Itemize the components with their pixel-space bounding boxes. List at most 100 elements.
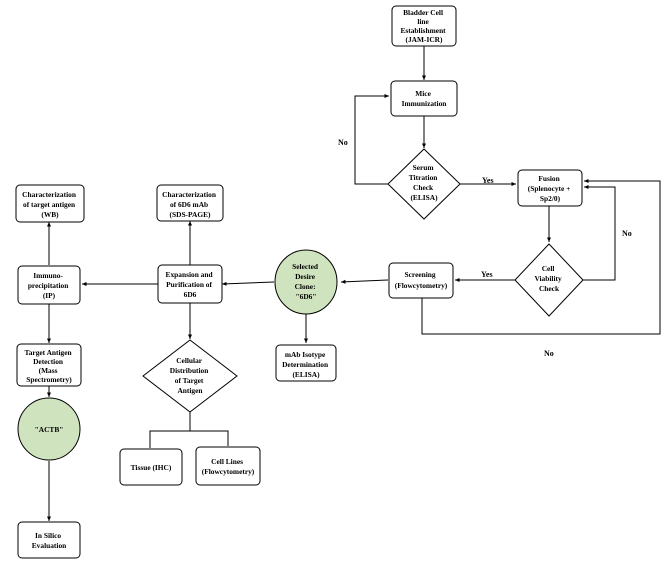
- node-expansion-line: Purification of: [166, 280, 212, 289]
- edge-label-no-viability: No: [622, 229, 632, 238]
- node-fusion: Fusion (Splenocyte + Sp2/0): [517, 169, 583, 207]
- svg-text:Cellular Distribution: Cellular Distribution of Target Antigen: [170, 356, 210, 395]
- node-isotype-line: mAb Isotype: [285, 350, 326, 359]
- node-distribution-line: Antigen: [177, 386, 202, 395]
- svg-text:Expansion and Purifica: Expansion and Purification of 6D6: [166, 270, 215, 299]
- node-bladder-line: Bladder Cell: [403, 8, 443, 17]
- node-insilico-line: Evaluation: [32, 541, 67, 550]
- node-screening: Screening (Flowcytometry): [388, 262, 454, 299]
- svg-text:Target Antigen Detecti: Target Antigen Detection (Mass Spectrome…: [24, 348, 73, 384]
- node-celllines: Cell Lines (Flowcytometry): [195, 446, 261, 486]
- node-insilico-line: In Silico: [35, 531, 61, 540]
- svg-text:Cell Viability: Cell Viability Check: [534, 264, 563, 293]
- edge-label-yes-viability: Yes: [481, 270, 493, 279]
- node-tissue-line: Tissue (IHC): [131, 463, 172, 472]
- node-mice: Mice Immunization: [390, 80, 458, 117]
- node-char6d6-line: Characterization: [162, 190, 216, 199]
- node-clone-line: Selected: [292, 262, 319, 271]
- node-ip-line: precipitation: [28, 281, 69, 290]
- edge-screening-no-fusion: [421, 179, 661, 335]
- svg-text:Fusion (Splenocyte +: Fusion (Splenocyte + Sp2/0): [528, 174, 572, 203]
- edge-serum-no-mice: [354, 94, 389, 185]
- svg-text:Tissue (IHC): Tissue (IHC): [131, 463, 172, 472]
- node-distribution: Cellular Distribution of Target Antigen: [142, 339, 238, 413]
- edges: [47, 46, 661, 521]
- svg-text:Screening (Flowcytomet: Screening (Flowcytometry): [395, 270, 448, 290]
- svg-text:In Silico Evaluation: In Silico Evaluation: [32, 531, 67, 550]
- svg-text:Characterization of ta: Characterization of target antigen (WB): [22, 190, 78, 219]
- svg-text:"ACTB": "ACTB": [35, 425, 64, 434]
- node-expansion: Expansion and Purification of 6D6: [157, 264, 223, 304]
- node-targetdet-line: (Mass: [39, 366, 58, 375]
- node-targetdet-line: Target Antigen: [24, 348, 71, 357]
- node-clone: Selected Desire Clone: "6D6": [274, 249, 338, 315]
- node-fusion-line: Sp2/0): [540, 194, 561, 203]
- node-expansion-line: 6D6: [184, 290, 197, 299]
- node-targetdet-line: Spectrometry): [26, 375, 72, 384]
- node-celllines-line: (Flowcytometry): [202, 467, 255, 476]
- node-charwb-line: of target antigen: [23, 200, 75, 209]
- node-serum-line: Check: [413, 183, 434, 192]
- node-actb: "ACTB": [17, 397, 81, 461]
- svg-text:Cell Lines (Flowcytome: Cell Lines (Flowcytometry): [202, 457, 255, 476]
- svg-text:Characterization of 6D: Characterization of 6D6 mAb (SDS-PAGE): [162, 190, 218, 219]
- svg-text:Immuno- precipitation: Immuno- precipitation (IP): [28, 271, 70, 300]
- edge-label-no-loop: No: [544, 349, 554, 358]
- node-bladder: Bladder Cell line Establishment (JAM-ICR…: [391, 5, 457, 47]
- node-char6d6: Characterization of 6D6 mAb (SDS-PAGE): [156, 184, 224, 222]
- node-clone-line: "6D6": [296, 292, 317, 301]
- nodes: Bladder Cell line Establishment (JAM-ICR…: [15, 5, 584, 559]
- node-isotype: mAb Isotype Determination (ELISA): [275, 344, 337, 382]
- node-viability-line: Check: [539, 284, 560, 293]
- node-screening-line: Screening: [405, 270, 436, 279]
- node-isotype-line: (ELISA): [292, 370, 320, 379]
- svg-text:Selected Desire: Selected Desire Clone: "6D6": [292, 262, 320, 301]
- node-ip-line: (IP): [43, 291, 56, 300]
- node-charwb-line: Characterization: [22, 190, 76, 199]
- node-bladder-line: (JAM-ICR): [406, 35, 443, 44]
- edge-label-no-serum: No: [338, 138, 348, 147]
- node-charwb-line: (WB): [41, 210, 59, 219]
- node-targetdet-line: Detection: [33, 357, 63, 366]
- node-fusion-line: (Splenocyte +: [528, 184, 571, 193]
- node-charwb: Characterization of target antigen (WB): [15, 184, 85, 223]
- node-mice-line: Immunization: [402, 99, 447, 108]
- node-char6d6-line: (SDS-PAGE): [170, 210, 211, 219]
- node-expansion-line: Expansion and: [166, 270, 214, 279]
- node-char6d6-line: of 6D6 mAb: [170, 200, 208, 209]
- node-ip-line: Immuno-: [33, 271, 63, 280]
- node-actb-line: "ACTB": [35, 425, 64, 434]
- node-screening-line: (Flowcytometry): [395, 281, 448, 290]
- node-distribution-line: Distribution: [170, 366, 209, 375]
- edge-labels: No Yes No Yes No: [338, 138, 632, 358]
- node-fusion-line: Fusion: [538, 174, 559, 183]
- node-distribution-line: Cellular: [176, 356, 203, 365]
- node-ip: Immuno- precipitation (IP): [17, 265, 81, 305]
- node-bladder-line: Establishment: [400, 26, 446, 35]
- node-distribution-line: of Target: [175, 376, 204, 385]
- node-clone-line: Clone:: [295, 282, 316, 291]
- node-viability: Cell Viability Check: [514, 243, 584, 317]
- node-targetdet: Target Antigen Detection (Mass Spectrome…: [16, 343, 82, 387]
- node-tissue: Tissue (IHC): [119, 448, 183, 486]
- node-serum-line: Titration: [409, 173, 438, 182]
- svg-text:Bladder Cell line: Bladder Cell line Establishment (JAM-ICR…: [400, 8, 447, 44]
- edge-distribution-tissue: [149, 412, 191, 448]
- edge-clone-expansion: [221, 281, 275, 286]
- svg-text:mAb Isotype Determinat: mAb Isotype Determination (ELISA): [282, 350, 330, 379]
- node-celllines-line: Cell Lines: [211, 457, 243, 466]
- node-bladder-line: line: [417, 17, 429, 26]
- edge-label-yes-serum: Yes: [482, 176, 494, 185]
- node-serum-line: Serum: [413, 163, 435, 172]
- node-viability-line: Cell: [542, 264, 555, 273]
- node-mice-line: Mice: [415, 89, 431, 98]
- node-serum-line: (ELISA): [410, 193, 438, 202]
- edge-viability-no-fusion: [583, 185, 616, 281]
- node-isotype-line: Determination: [282, 360, 328, 369]
- node-serum: Serum Titration Check (ELISA): [387, 148, 461, 220]
- svg-text:Mice Immunization: Mice Immunization: [402, 89, 447, 108]
- edge-screening-clone: [340, 279, 389, 284]
- edge-distribution-celllines: [190, 430, 229, 446]
- svg-text:Serum Titration: Serum Titration Check (ELISA): [409, 163, 439, 202]
